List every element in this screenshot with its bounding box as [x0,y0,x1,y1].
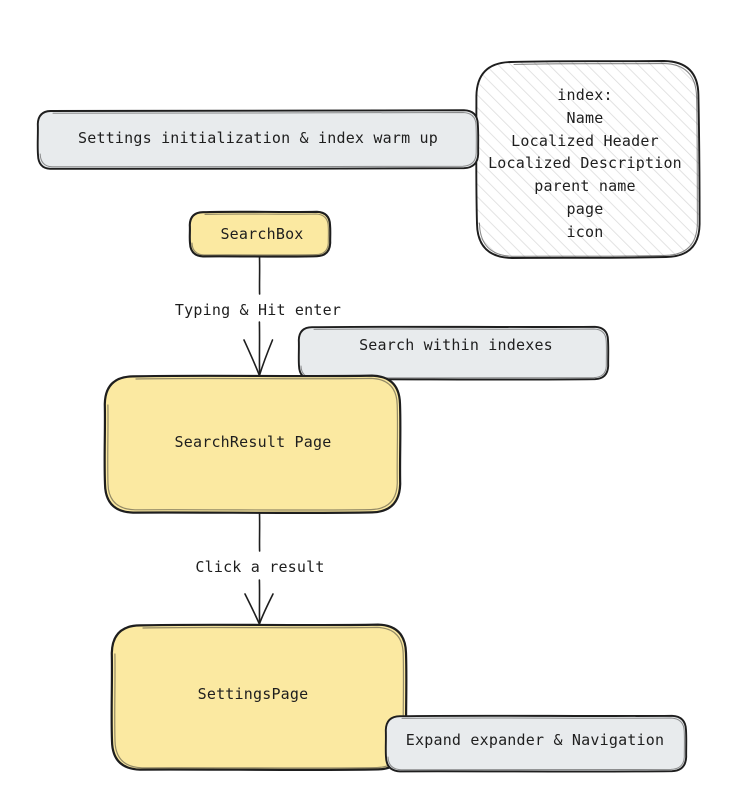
node-searchresult-page[interactable] [105,375,401,513]
note-expand-navigation-shape [384,714,688,773]
node-searchbox-shape [188,210,332,258]
note-search-within-indexes[interactable] [299,326,609,380]
edge-results-to-settings [244,512,274,625]
note-settings-init-shape [36,109,480,170]
node-searchresult-shape [103,374,402,515]
node-settings-page[interactable] [112,624,407,770]
index-box[interactable] [476,61,700,259]
note-search-within-shape [297,325,610,381]
note-settings-init[interactable] [38,110,479,170]
edge-searchbox-to-results [243,256,274,377]
node-searchbox[interactable] [190,211,331,257]
note-expand-navigation[interactable] [386,715,687,772]
